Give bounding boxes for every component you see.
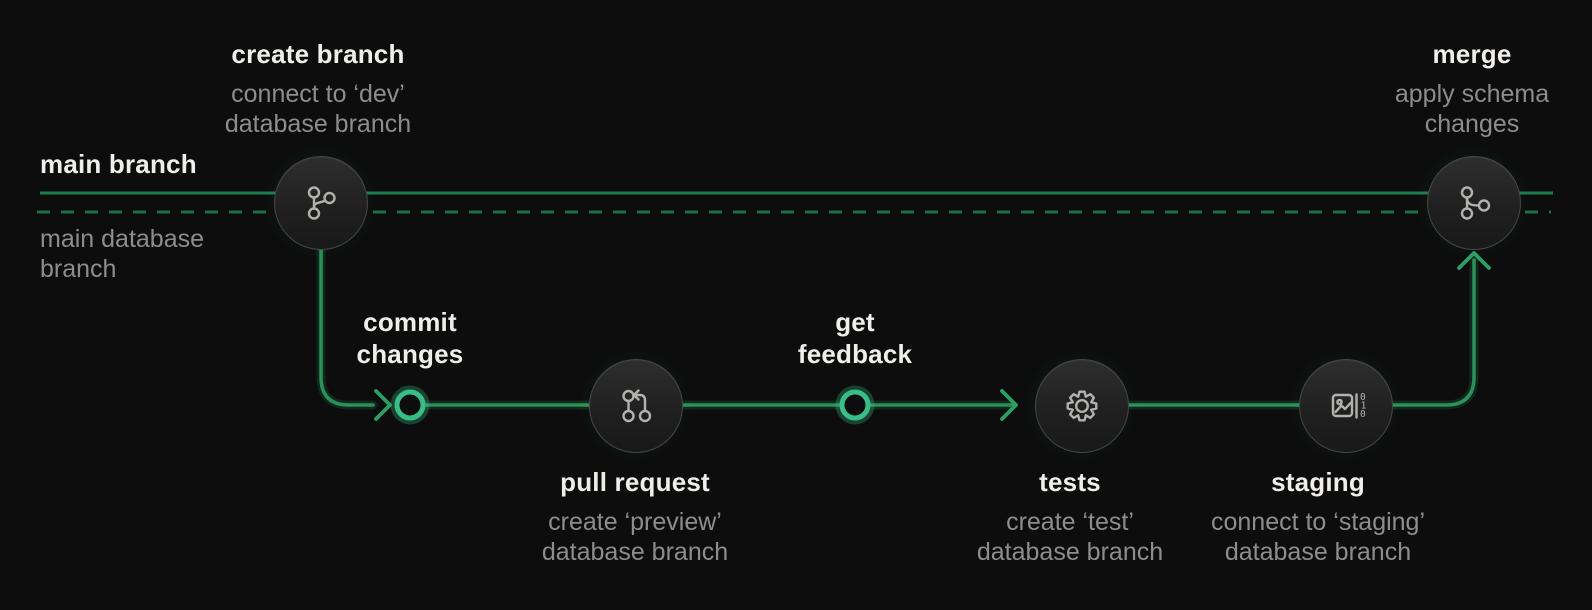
step-subtitle-line: connect to ‘staging’	[1210, 508, 1426, 536]
get-feedback-dot	[839, 389, 871, 421]
git-merge-icon	[1460, 186, 1491, 220]
binary-digit: 0	[1360, 409, 1366, 420]
lane-subtitle-line: branch	[40, 255, 117, 283]
node-pull-request	[589, 359, 683, 453]
step-subtitle-line: database branch	[541, 538, 729, 566]
staging-label: staging connect to ‘staging’ database br…	[1211, 466, 1425, 567]
git-branch-icon	[307, 186, 336, 220]
schema-diff-binary-icon: 0 1 0	[1331, 392, 1367, 420]
main-branch-label: main branch	[40, 148, 197, 180]
gear-icon	[1066, 390, 1098, 422]
step-subtitle-line: database branch	[1224, 538, 1412, 566]
arrow-right-icon	[1000, 389, 1018, 421]
pull-request-label: pull request create ‘preview’ database b…	[542, 466, 728, 567]
step-title-line: feedback	[797, 339, 913, 369]
node-staging: 0 1 0	[1299, 359, 1393, 453]
branch-up-curve	[1388, 258, 1476, 407]
arrow-up-icon	[1457, 251, 1491, 270]
get-feedback-label: get feedback	[798, 306, 912, 370]
feature-branch-path	[316, 244, 1491, 421]
step-subtitle-line: apply schema	[1394, 80, 1550, 108]
step-title-line: changes	[356, 339, 464, 369]
main-database-branch-label: main database branch	[40, 224, 204, 284]
lane-subtitle-line: main database	[40, 225, 205, 253]
create-branch-label: create branch connect to ‘dev’ database …	[225, 38, 411, 139]
lane-title: main branch	[40, 149, 197, 179]
step-subtitle-line: database branch	[976, 538, 1164, 566]
step-title: merge	[1432, 39, 1512, 69]
step-title: tests	[1039, 467, 1101, 497]
step-subtitle-line: create ‘preview’	[548, 508, 722, 536]
step-title: create branch	[231, 39, 405, 69]
arrow-right-icon	[374, 389, 392, 421]
node-tests	[1035, 359, 1129, 453]
step-title-line: commit	[363, 307, 457, 337]
git-pull-request-icon	[622, 389, 652, 423]
step-subtitle-line: changes	[1424, 110, 1520, 138]
step-subtitle-line: create ‘test’	[1006, 508, 1134, 536]
commit-dot-markers	[390, 385, 875, 425]
commit-changes-label: commit changes	[357, 306, 464, 370]
binary-digit: 1	[1361, 401, 1367, 412]
tests-label: tests create ‘test’ database branch	[977, 466, 1163, 567]
merge-label: merge apply schema changes	[1395, 38, 1549, 139]
step-title: pull request	[560, 467, 710, 497]
step-subtitle-line: database branch	[224, 110, 412, 138]
binary-digit: 0	[1360, 392, 1366, 403]
commit-changes-dot	[394, 389, 426, 421]
node-merge	[1427, 156, 1521, 250]
step-title-line: get	[835, 307, 875, 337]
step-title: staging	[1271, 467, 1365, 497]
branch-down-curve	[319, 247, 375, 407]
step-subtitle-line: connect to ‘dev’	[231, 80, 405, 108]
node-create-branch	[274, 156, 368, 250]
